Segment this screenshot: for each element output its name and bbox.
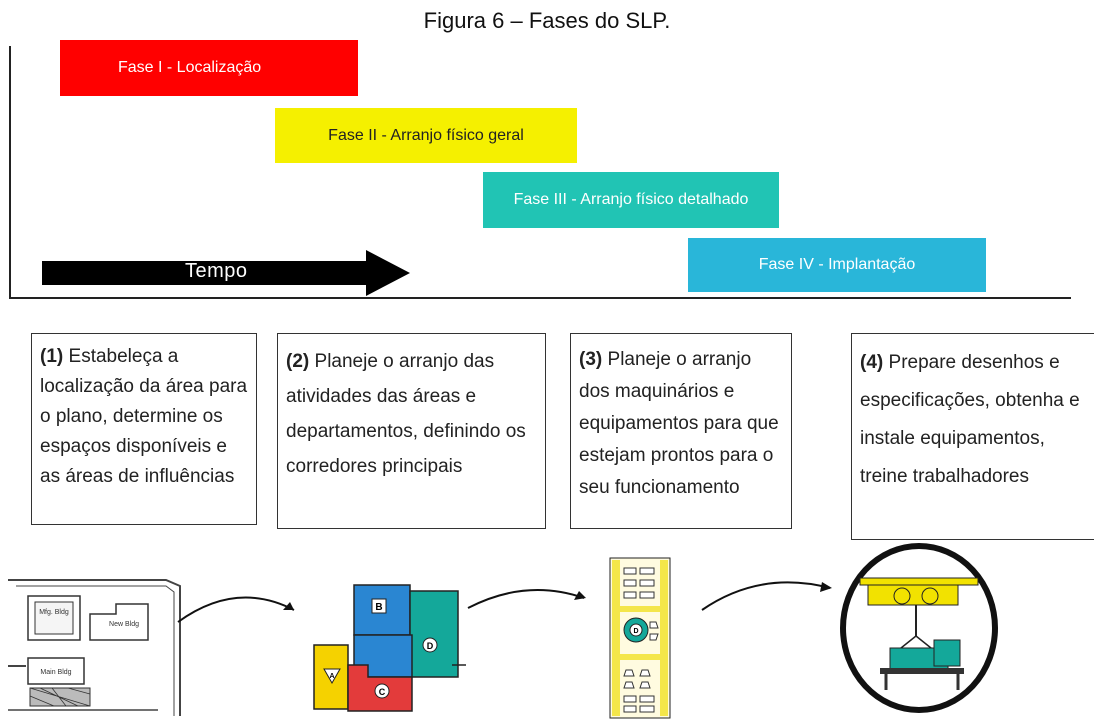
step-2-number: (2) xyxy=(286,351,310,372)
new-bldg-label: New Bldg xyxy=(109,621,139,628)
step-3-number: (3) xyxy=(579,349,603,370)
step-3-text: Planeje o arranjo dos maquinários e equi… xyxy=(579,349,779,498)
block-layout-illustration: B D C A xyxy=(313,584,466,712)
step-1-text: Estabeleça a localização da área para o … xyxy=(40,346,248,487)
time-arrow-label: Tempo xyxy=(185,260,248,282)
machine-d-label: D xyxy=(633,628,638,635)
curved-arrow-2 xyxy=(467,589,586,609)
curved-arrow-3 xyxy=(701,581,832,611)
block-c-label: C xyxy=(379,687,386,697)
step-1-number: (1) xyxy=(40,346,64,367)
figure-caption: Figura 6 – Fases do SLP. xyxy=(423,8,671,33)
vertical-axis xyxy=(9,46,11,299)
horizontal-axis xyxy=(9,297,1071,299)
step-3-box: (3) Planeje o arranjo dos maquinários e … xyxy=(570,333,792,529)
curved-arrow-1 xyxy=(177,596,295,623)
block-a-label: A xyxy=(329,673,334,680)
step-1-box: (1) Estabeleça a localização da área par… xyxy=(31,333,257,525)
step-4-box: (4) Prepare desenhos e especificações, o… xyxy=(851,333,1094,540)
phase-4-bar: Fase IV - Implantação xyxy=(688,238,986,292)
machinery-layout-illustration: D xyxy=(609,557,671,719)
phase-3-bar: Fase III - Arranjo físico detalhado xyxy=(483,172,779,228)
phase-2-bar: Fase II - Arranjo físico geral xyxy=(275,108,577,163)
phase-1-bar: Fase I - Localização xyxy=(60,40,358,96)
step-2-text: Planeje o arranjo das atividades das áre… xyxy=(286,351,526,477)
step-4-text: Prepare desenhos e especificações, obten… xyxy=(860,352,1080,487)
step-4-number: (4) xyxy=(860,352,884,373)
time-arrow xyxy=(42,250,410,296)
site-plan-illustration: Mfg. Bldg New Bldg Main Bldg xyxy=(8,579,181,716)
block-b-label: B xyxy=(375,602,382,613)
step-2-box: (2) Planeje o arranjo das atividades das… xyxy=(277,333,546,529)
mfg-bldg-label: Mfg. Bldg xyxy=(39,609,69,616)
block-d-label: D xyxy=(427,641,434,651)
main-bldg-label: Main Bldg xyxy=(40,669,71,676)
equipment-installation-illustration xyxy=(840,543,998,713)
